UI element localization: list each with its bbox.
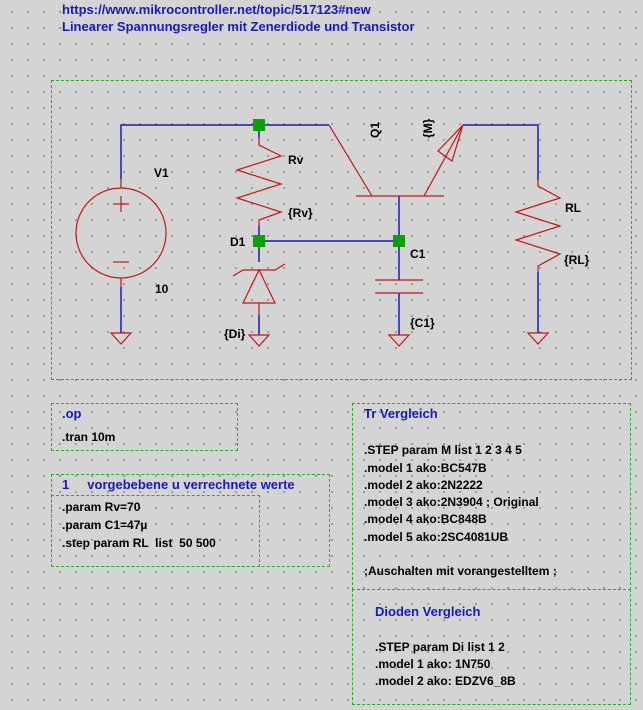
- d1-value: {Di}: [224, 327, 246, 341]
- node-zener: [253, 235, 265, 247]
- ground-v1: [109, 332, 133, 345]
- zener-diode-d1[interactable]: [232, 263, 286, 315]
- ground-d1: [247, 334, 271, 347]
- op-directive[interactable]: .op: [62, 406, 82, 421]
- tr-line[interactable]: .model 3 ako:2N3904 ; Original: [364, 495, 539, 509]
- node-top: [253, 119, 265, 131]
- param-line[interactable]: .param Rv=70: [62, 500, 141, 514]
- wire-top-left: [120, 124, 329, 179]
- param-line[interactable]: .step param RL list 50 500: [62, 536, 216, 550]
- v1-value: 10: [155, 282, 169, 296]
- d1-name: D1: [230, 235, 246, 249]
- v1-name: V1: [154, 166, 169, 180]
- rv-value: {Rv}: [288, 206, 313, 220]
- nodes: [253, 119, 405, 247]
- ground-rl: [526, 332, 550, 345]
- tran-directive[interactable]: .tran 10m: [62, 430, 116, 444]
- ground-c1: [387, 334, 411, 347]
- node-base: [393, 235, 405, 247]
- voltage-source-v1[interactable]: [75, 179, 167, 287]
- tr-line[interactable]: ;Auschalten mit vorangestelltem ;: [364, 564, 557, 578]
- component-labels: V1 10 Rv {Rv} D1 {Di} C1 {C1} RL {RL} Q1…: [154, 118, 590, 341]
- params-title: 1 vorgebebene u verrechnete werte: [62, 477, 295, 492]
- rl-value: {RL}: [564, 253, 590, 267]
- tr-line[interactable]: .model 2 ako:2N2222: [364, 478, 483, 492]
- header-url[interactable]: https://www.mikrocontroller.net/topic/51…: [62, 2, 371, 17]
- tr-vergleich-title: Tr Vergleich: [364, 406, 438, 421]
- tr-line[interactable]: .STEP param M list 1 2 3 4 5: [364, 443, 522, 457]
- diode-line[interactable]: .model 2 ako: EDZV6_8B: [375, 674, 516, 688]
- tr-line[interactable]: .model 5 ako:2SC4081UB: [364, 530, 509, 544]
- diode-line[interactable]: .STEP param Di list 1 2: [375, 640, 505, 654]
- param-line[interactable]: .param C1=47µ: [62, 518, 148, 532]
- schematic-frame: [51, 80, 632, 380]
- tr-line[interactable]: .model 1 ako:BC547B: [364, 461, 487, 475]
- resistor-rv[interactable]: [235, 138, 283, 226]
- params-inner-box: [51, 495, 260, 567]
- tr-line[interactable]: .model 4 ako:BC848B: [364, 512, 487, 526]
- rv-name: Rv: [288, 153, 304, 167]
- header-title: Linearer Spannungsregler mit Zenerdiode …: [62, 19, 415, 34]
- wire-emitter-rl: [463, 124, 539, 180]
- dioden-vergleich-title: Dioden Vergleich: [375, 604, 481, 619]
- diode-line[interactable]: .model 1 ako: 1N750: [375, 657, 491, 671]
- c1-value: {C1}: [410, 316, 435, 330]
- q1-name: Q1: [368, 122, 382, 138]
- rl-name: RL: [565, 201, 581, 215]
- transistor-q1[interactable]: [328, 124, 464, 197]
- resistor-rl[interactable]: [514, 180, 562, 272]
- capacitor-c1[interactable]: [375, 279, 423, 294]
- sim-directive-box: [51, 403, 238, 451]
- components: [75, 124, 562, 347]
- dioden-vergleich-box: [352, 589, 631, 705]
- wires: [120, 124, 539, 335]
- c1-name: C1: [410, 247, 426, 261]
- q1-value: {M}: [421, 118, 435, 138]
